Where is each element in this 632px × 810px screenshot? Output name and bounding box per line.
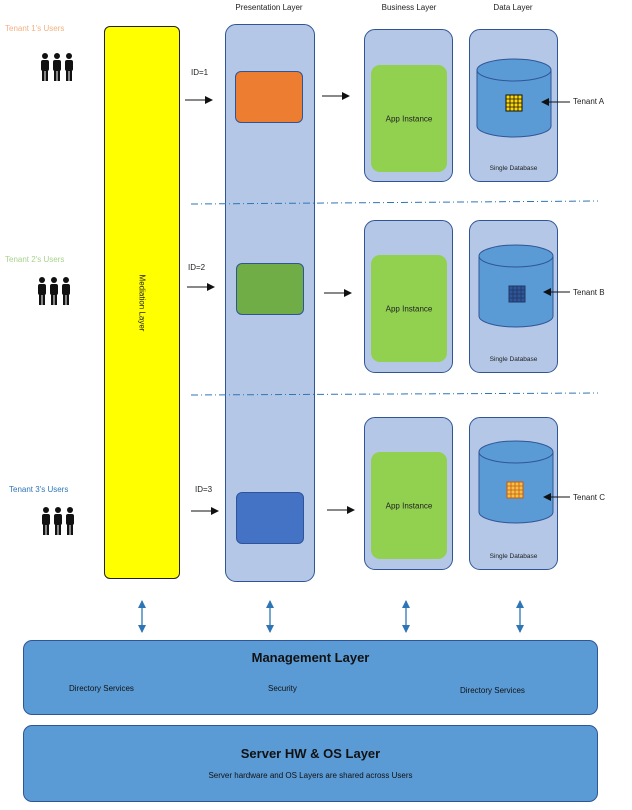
tenant-separator-line bbox=[190, 200, 599, 205]
single-database-label: Single Database bbox=[489, 553, 538, 560]
tenant-1-users-label: Tenant 1's Users bbox=[5, 24, 65, 33]
mediation-layer: Mediation Layer bbox=[104, 26, 180, 579]
app-instance-label: App Instance bbox=[385, 114, 433, 123]
users-group-icon bbox=[42, 507, 74, 535]
server-layer-subtitle: Server hardware and OS Layers are shared… bbox=[208, 771, 413, 780]
presentation-box-tenant-2 bbox=[236, 263, 304, 315]
tenant-3-users-label: Tenant 3's Users bbox=[9, 485, 69, 494]
data-layer-title: Data Layer bbox=[493, 3, 533, 12]
tenant-a-label: Tenant A bbox=[573, 97, 605, 106]
tenant-a-data-block-icon bbox=[505, 94, 523, 112]
presentation-box-tenant-1 bbox=[235, 71, 303, 123]
tenant-b-label: Tenant B bbox=[573, 288, 605, 297]
tenant-3-id-label: ID=3 bbox=[195, 485, 213, 494]
directory-services-label: Directory Services bbox=[460, 686, 525, 695]
tenant-b-data-block-icon bbox=[508, 285, 526, 303]
single-database-label: Single Database bbox=[489, 356, 538, 363]
business-layer-box-tenant-3: App Instance bbox=[364, 417, 453, 570]
security-label: Security bbox=[268, 684, 297, 693]
presentation-box-tenant-3 bbox=[236, 492, 304, 544]
server-hw-os-layer: Server HW & OS Layer Server hardware and… bbox=[23, 725, 598, 802]
tenant-c-data-block-icon bbox=[506, 481, 524, 499]
business-layer-box-tenant-2: App Instance bbox=[364, 220, 453, 373]
business-layer-title: Business Layer bbox=[381, 3, 437, 12]
app-instance-tenant-3: App Instance bbox=[371, 452, 447, 559]
app-instance-tenant-2: App Instance bbox=[371, 255, 447, 362]
single-database-label: Single Database bbox=[489, 165, 538, 172]
tenant-separator-line bbox=[190, 392, 599, 396]
app-instance-label: App Instance bbox=[385, 304, 433, 313]
app-instance-tenant-1: App Instance bbox=[371, 65, 447, 172]
users-group-icon bbox=[41, 53, 73, 81]
management-layer-title: Management Layer bbox=[251, 650, 370, 665]
tenant-2-users-label: Tenant 2's Users bbox=[5, 255, 65, 264]
presentation-layer-title: Presentation Layer bbox=[235, 3, 303, 12]
server-layer-title: Server HW & OS Layer bbox=[240, 746, 381, 761]
management-layer: Management Layer Directory Services Secu… bbox=[23, 640, 598, 715]
business-layer-box-tenant-1: App Instance bbox=[364, 29, 453, 182]
tenant-2-id-label: ID=2 bbox=[188, 263, 206, 272]
tenant-1-id-label: ID=1 bbox=[191, 68, 209, 77]
tenant-c-label: Tenant C bbox=[573, 493, 606, 502]
app-instance-label: App Instance bbox=[385, 501, 433, 510]
users-group-icon bbox=[38, 277, 70, 305]
directory-services-label: Directory Services bbox=[69, 684, 134, 693]
